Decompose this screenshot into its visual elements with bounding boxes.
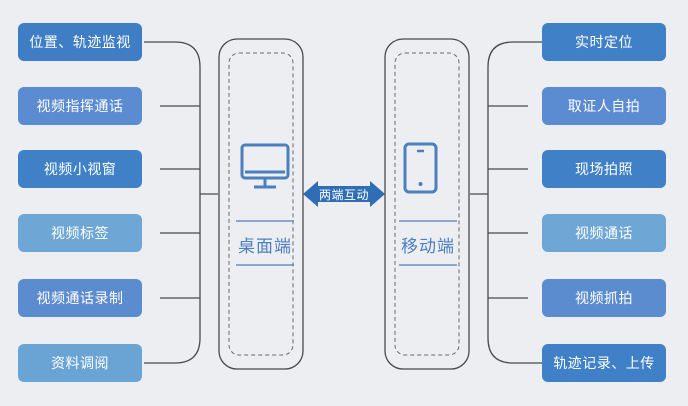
mobile-label: 移动端	[401, 237, 455, 257]
feature-right-track-record-upload: 轨迹记录、上传	[542, 344, 666, 382]
double-arrow-icon	[303, 181, 385, 207]
desktop-panel	[218, 38, 304, 370]
exchange-label: 两端互动	[318, 188, 369, 202]
desktop-label: 桌面端	[238, 237, 292, 257]
feature-left-location-track: 位置、轨迹监视	[18, 23, 142, 61]
feature-right-scene-photo: 现场拍照	[542, 150, 666, 188]
feature-left-video-tags: 视频标签	[18, 214, 142, 252]
feature-right-evidence-selfie: 取证人自拍	[542, 87, 666, 125]
feature-right-video-capture: 视频抓拍	[542, 279, 666, 317]
feature-right-realtime-location: 实时定位	[542, 23, 666, 61]
feature-left-video-command-call: 视频指挥通话	[18, 87, 142, 125]
monitor-icon	[240, 143, 290, 189]
tablet-icon	[403, 142, 438, 194]
feature-right-video-call: 视频通话	[542, 214, 666, 252]
feature-left-video-call-recording: 视频通话录制	[18, 279, 142, 317]
mobile-panel	[384, 38, 470, 370]
feature-left-document-review: 资料调阅	[18, 344, 142, 382]
feature-left-video-mini-window: 视频小视窗	[18, 150, 142, 188]
